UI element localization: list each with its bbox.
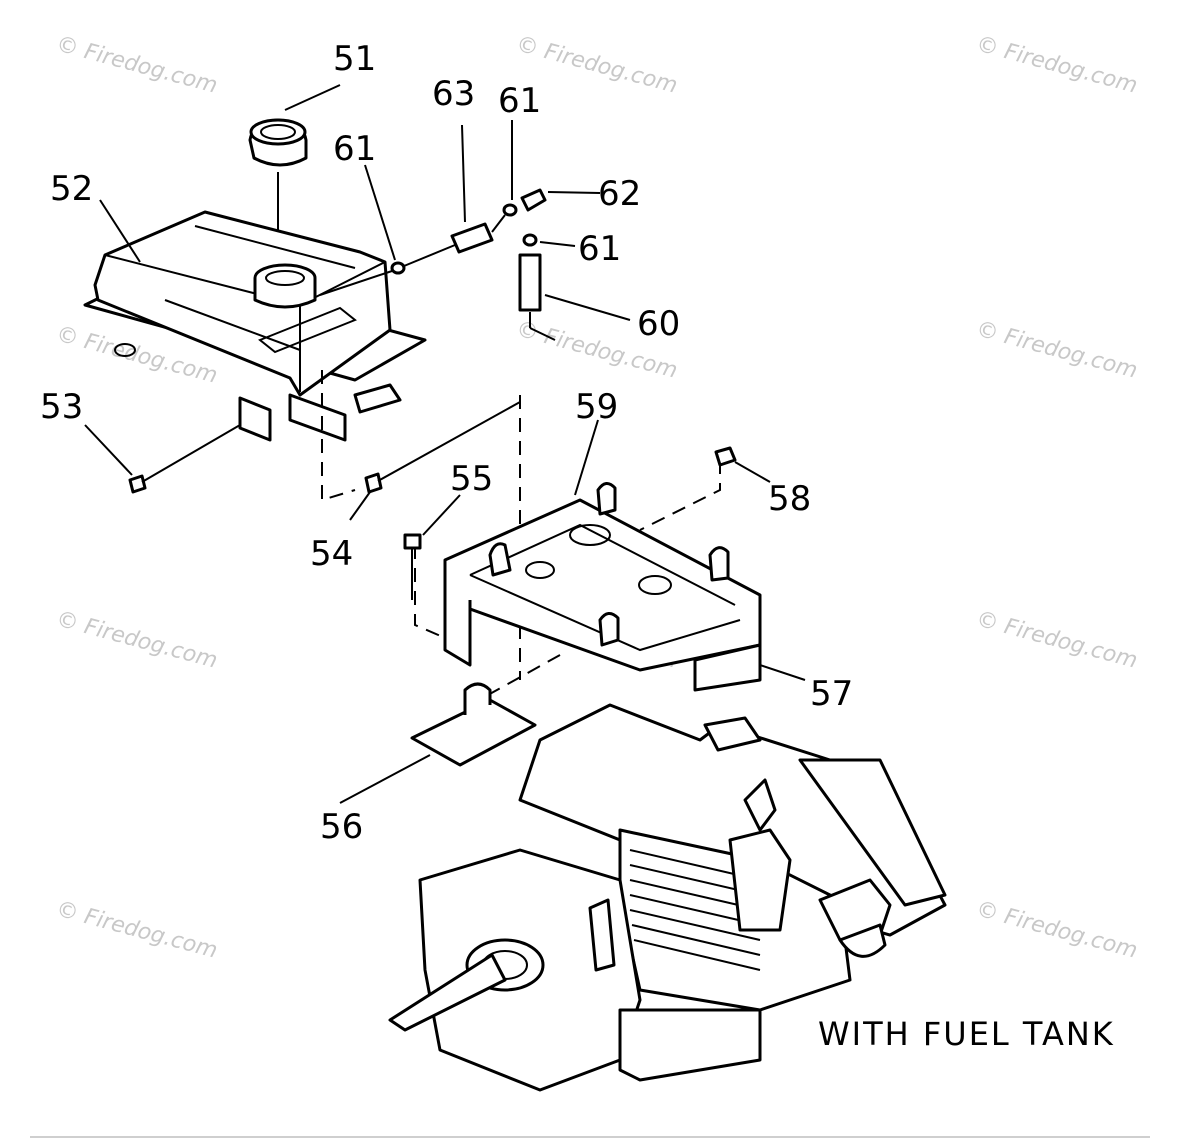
bolt-53 [128, 424, 241, 494]
hose-clamp [502, 203, 518, 217]
callout-56: 56 [320, 807, 363, 847]
spacer-plate [410, 682, 537, 767]
nut-58 [714, 446, 737, 467]
watermark: © Firedog.com [973, 607, 1140, 674]
callout-61: 61 [333, 129, 376, 169]
callout-52: 52 [50, 169, 93, 209]
callout-53: 53 [40, 387, 83, 427]
leader-lines [84, 84, 806, 804]
callout-57: 57 [810, 674, 853, 714]
mounting-bracket [443, 482, 762, 692]
callout-60: 60 [637, 304, 680, 344]
hose-clamp [390, 261, 406, 275]
callout-61: 61 [498, 81, 541, 121]
assembly-line [469, 654, 561, 706]
callout-61: 61 [578, 229, 621, 269]
callouts: 51 52 53 54 55 56 57 58 59 60 61 61 61 6… [40, 39, 853, 847]
fuel-fitting [520, 188, 547, 212]
callout-55: 55 [450, 459, 493, 499]
fuel-tank [83, 210, 427, 442]
watermark: © Firedog.com [973, 317, 1140, 384]
callout-59: 59 [575, 387, 618, 427]
watermark: © Firedog.com [973, 897, 1140, 964]
hose-63 [450, 222, 494, 254]
callout-51: 51 [333, 39, 376, 79]
bolt-55 [403, 533, 422, 600]
engine [388, 703, 947, 1092]
watermark: © Firedog.com [53, 32, 220, 99]
watermark: © Firedog.com [53, 897, 220, 964]
fuel-cap [248, 118, 308, 167]
assembly-line [639, 460, 721, 531]
diagram-caption: WITH FUEL TANK [818, 1015, 1115, 1053]
callout-63: 63 [432, 74, 475, 114]
hose-clamp [522, 233, 538, 247]
hose-60 [518, 253, 542, 312]
callout-58: 58 [768, 479, 811, 519]
bolt-54 [364, 401, 521, 494]
fuel-line-assembly [319, 188, 556, 341]
assembly-line [414, 545, 451, 641]
callout-62: 62 [598, 174, 641, 214]
watermark: © Firedog.com [53, 607, 220, 674]
watermark: © Firedog.com [973, 32, 1140, 99]
callout-54: 54 [310, 534, 353, 574]
